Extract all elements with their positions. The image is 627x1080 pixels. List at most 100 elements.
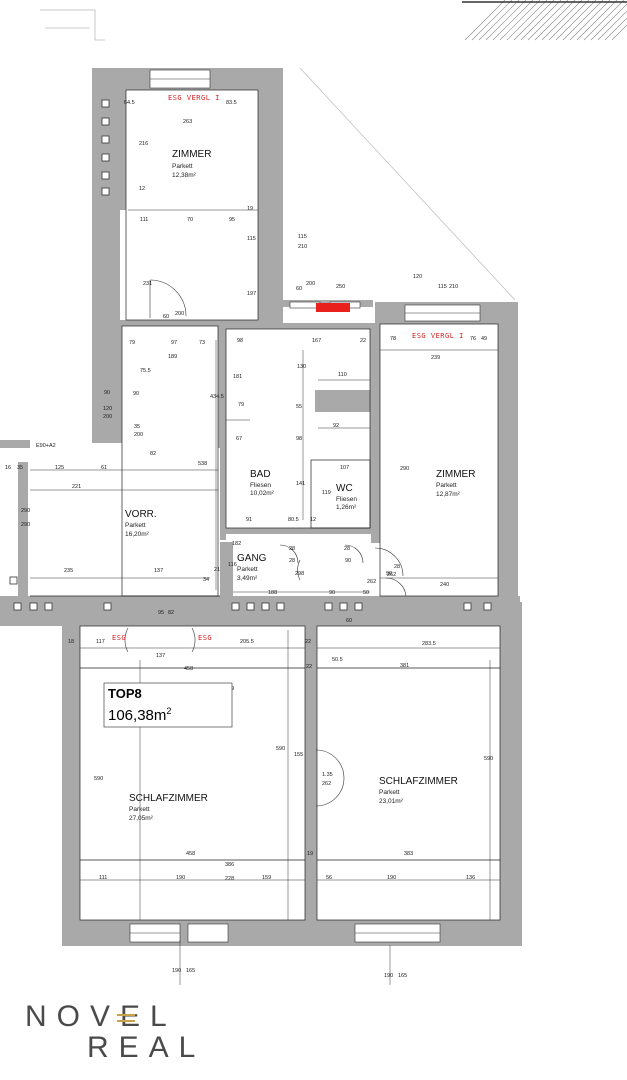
- dimension-label: 90: [329, 590, 335, 596]
- room-schlafzimmer-w: SCHLAFZIMMER Parkett 27,05m²: [129, 793, 208, 822]
- dimension-label: 263: [183, 119, 192, 125]
- room-area: 12,38m²: [172, 172, 197, 179]
- dimension-label: 90: [386, 571, 392, 577]
- dimension-label: 165: [186, 968, 195, 974]
- dimension-label: 205.5: [240, 639, 254, 645]
- dimension-label: 197: [247, 291, 256, 297]
- room-floor: Parkett: [172, 163, 193, 170]
- dimension-label: 120: [103, 406, 112, 412]
- dimension-label: 111: [140, 217, 148, 223]
- dimension-label: 137: [154, 568, 163, 574]
- room-area: 3,49m²: [237, 575, 258, 582]
- dimension-label: 590: [484, 756, 493, 762]
- room-floor: Parkett: [436, 482, 457, 489]
- dimension-label: 64.5: [124, 100, 135, 106]
- dimension-label: 60: [163, 314, 169, 320]
- dimension-label: 28: [289, 558, 295, 564]
- dimension-label: 383: [404, 851, 413, 857]
- dimension-label: 97: [171, 340, 177, 346]
- dimension-label: 262: [322, 781, 331, 787]
- dimension-label: 22: [305, 639, 311, 645]
- dimension-label: 34: [203, 577, 209, 583]
- room-zimmer-nw: ZIMMER Parkett 12,38m²: [172, 149, 211, 179]
- room-floor: Fliesen: [250, 482, 271, 489]
- dimension-label: 283.5: [422, 641, 436, 647]
- room-wc: WC Fliesen 1,26m²: [336, 483, 357, 511]
- courtyard-outline: [299, 67, 516, 301]
- dimension-label: 386: [225, 862, 234, 868]
- room-schlafzimmer-e: SCHLAFZIMMER Parkett 23,01m²: [379, 776, 458, 805]
- room-area: 27,05m²: [129, 815, 154, 822]
- dimension-label: 12: [310, 517, 316, 523]
- dimension-label: 67: [236, 436, 242, 442]
- room-area: 1,26m²: [336, 504, 357, 511]
- unit-name: TOP8: [108, 686, 142, 701]
- dimension-label: 221: [72, 484, 81, 490]
- dimension-label: 189: [168, 354, 177, 360]
- dimension-label: 538: [198, 461, 207, 467]
- dimension-label: 117: [96, 639, 105, 645]
- dimension-label: 60: [346, 618, 352, 624]
- flue-squares: [9, 99, 492, 611]
- dimension-label: 50: [363, 590, 369, 596]
- dimension-label: 290: [21, 522, 30, 528]
- dimension-label: 239: [431, 355, 440, 361]
- dimension-label: 381: [400, 663, 409, 669]
- dimension-label: 111: [99, 875, 107, 881]
- dimension-label: 1.35: [322, 772, 333, 778]
- dimension-label: 90: [345, 558, 351, 564]
- dimension-label: 141: [296, 481, 305, 487]
- dimension-label: 190: [172, 968, 181, 974]
- dimension-label: 188: [268, 590, 277, 596]
- dimension-label: 190: [384, 973, 393, 979]
- dimension-label: 155: [294, 752, 303, 758]
- dimension-label: 231: [143, 281, 152, 287]
- dimension-label: 181: [233, 374, 242, 380]
- logo-text-line1: NOVEL: [25, 1000, 177, 1033]
- dimension-label: 190: [387, 875, 396, 881]
- dimension-label: 19: [307, 851, 313, 857]
- dimension-label: 165: [398, 973, 407, 979]
- dimension-label: 250: [336, 284, 345, 290]
- dimension-label: 82: [168, 610, 174, 616]
- dimension-label: 200: [306, 281, 315, 287]
- novel-real-logo: NOVEL REAL: [25, 1000, 195, 1070]
- dimension-label: 262: [367, 579, 376, 585]
- dimension-label: 78: [390, 336, 396, 342]
- dimension-label: 90: [104, 390, 110, 396]
- interior-lines: [30, 89, 501, 921]
- room-floor: Parkett: [379, 789, 400, 796]
- dimension-label: 49: [481, 336, 487, 342]
- dimension-label: 83.5: [226, 100, 237, 106]
- dimension-label: 82: [150, 451, 156, 457]
- dimension-label: 55: [296, 404, 302, 410]
- dimension-label: 50.5: [332, 657, 343, 663]
- dimension-label: 298: [295, 571, 304, 577]
- logo-gold-bar: [117, 1020, 135, 1022]
- dimension-label: 136: [466, 875, 475, 881]
- dimension-label: 115: [247, 236, 256, 242]
- room-name: WC: [336, 483, 353, 494]
- dimension-label: 116: [228, 562, 237, 568]
- dimension-label: 119: [322, 490, 331, 496]
- room-floor: Fliesen: [336, 496, 357, 503]
- room-name: BAD: [250, 469, 271, 480]
- esg-label: ESG VERGL I: [168, 94, 220, 102]
- room-name: GANG: [237, 553, 267, 564]
- dimension-label: 28: [394, 564, 400, 570]
- logo-text-line2: REAL: [87, 1031, 206, 1064]
- hatched-area-top: [462, 0, 627, 41]
- dimension-label: 434.5: [210, 394, 224, 400]
- dimension-label: 115: [438, 284, 447, 290]
- room-floor: Parkett: [125, 522, 146, 529]
- dimension-label: 35: [17, 465, 23, 471]
- dimension-label: 22: [360, 338, 366, 344]
- dimension-label: 79: [129, 340, 135, 346]
- room-fills: [30, 90, 500, 920]
- room-area: 12,87m²: [436, 491, 461, 498]
- dimension-label: E90+A2: [36, 443, 56, 449]
- dimension-label: 240: [440, 582, 449, 588]
- dimension-label: 19: [247, 206, 253, 212]
- esg-label: ESG VERGL I: [412, 332, 464, 340]
- room-zimmer-e: ZIMMER Parkett 12,87m²: [436, 469, 475, 498]
